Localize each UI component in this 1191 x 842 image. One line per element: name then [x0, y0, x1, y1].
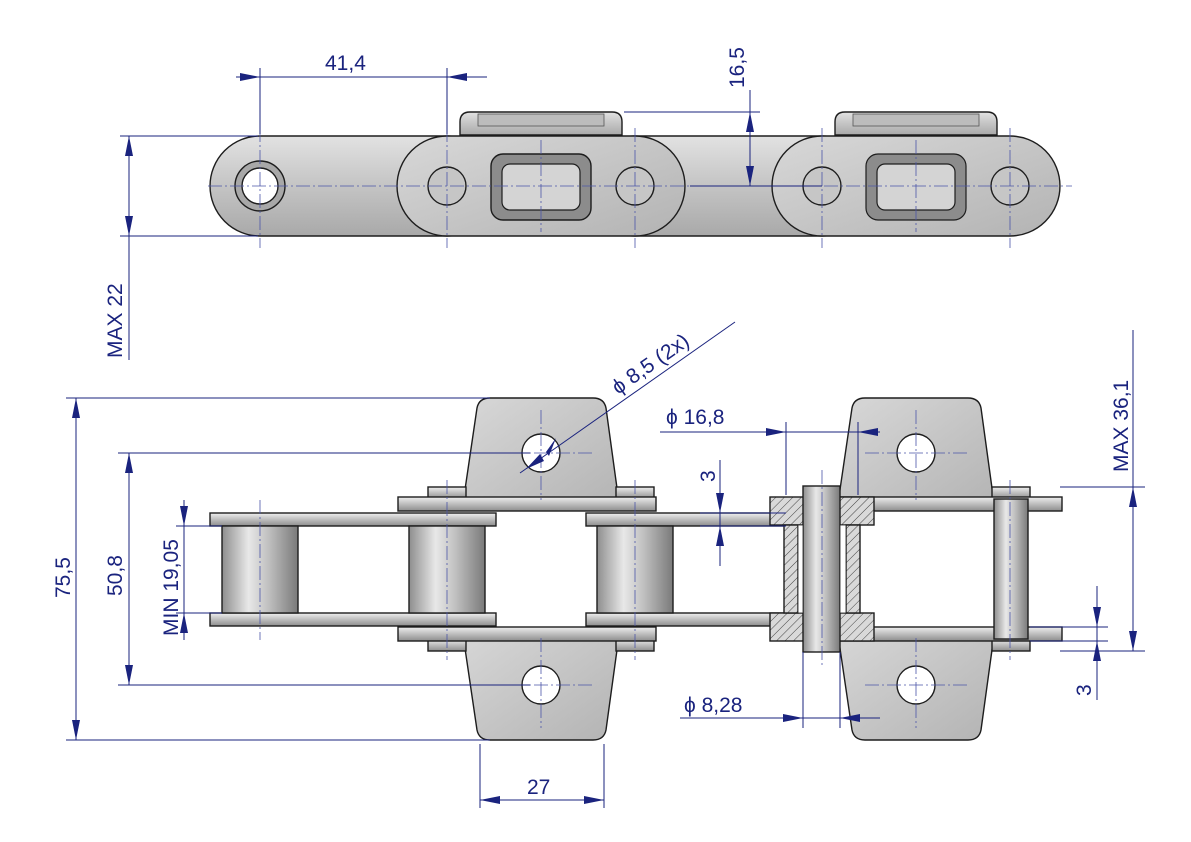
dim-attachment-width: 27: [527, 776, 550, 799]
dim-overall-width: 75,5: [52, 557, 75, 598]
dimension-lines: [66, 68, 1145, 808]
dim-pin-diameter: ϕ 8,28: [684, 694, 742, 717]
inner-plate-top-2: [585, 512, 787, 527]
dim-plate-thickness-bottom: 3: [1073, 684, 1096, 696]
inner-plate-bottom-2: [585, 612, 787, 627]
inner-plate-bottom-1: [209, 612, 497, 627]
outer-plate-top-1: [397, 496, 657, 512]
dim-max-width: MAX 36,1: [1110, 380, 1133, 472]
top-tab-inner-left: [477, 113, 605, 127]
section-bush-left: [783, 524, 799, 614]
section-pin: [802, 485, 841, 653]
roller-4: [993, 498, 1029, 640]
dim-roller-diameter: ϕ 16,8: [666, 406, 724, 429]
dim-hole-spacing: 50,8: [104, 555, 127, 596]
dim-plate-thickness-top: 3: [697, 470, 720, 482]
top-tab-inner-right: [852, 113, 980, 127]
section-gap-right: [839, 524, 847, 614]
dim-min-inner-width: MIN 19,05: [160, 539, 183, 636]
top-view: [208, 111, 1072, 248]
bottom-view: [209, 397, 1063, 741]
outer-plate-bottom-1: [397, 626, 657, 642]
dim-pitch: 41,4: [325, 52, 366, 75]
dim-max-thickness: MAX 22: [104, 283, 127, 358]
dim-hole-diameter: ϕ 8,5 (2x): [608, 329, 694, 399]
inner-plate-top-1: [209, 512, 497, 527]
section-gap-left: [797, 524, 804, 614]
section-bush-right: [845, 524, 861, 614]
dim-height-offset: 16,5: [726, 47, 749, 88]
